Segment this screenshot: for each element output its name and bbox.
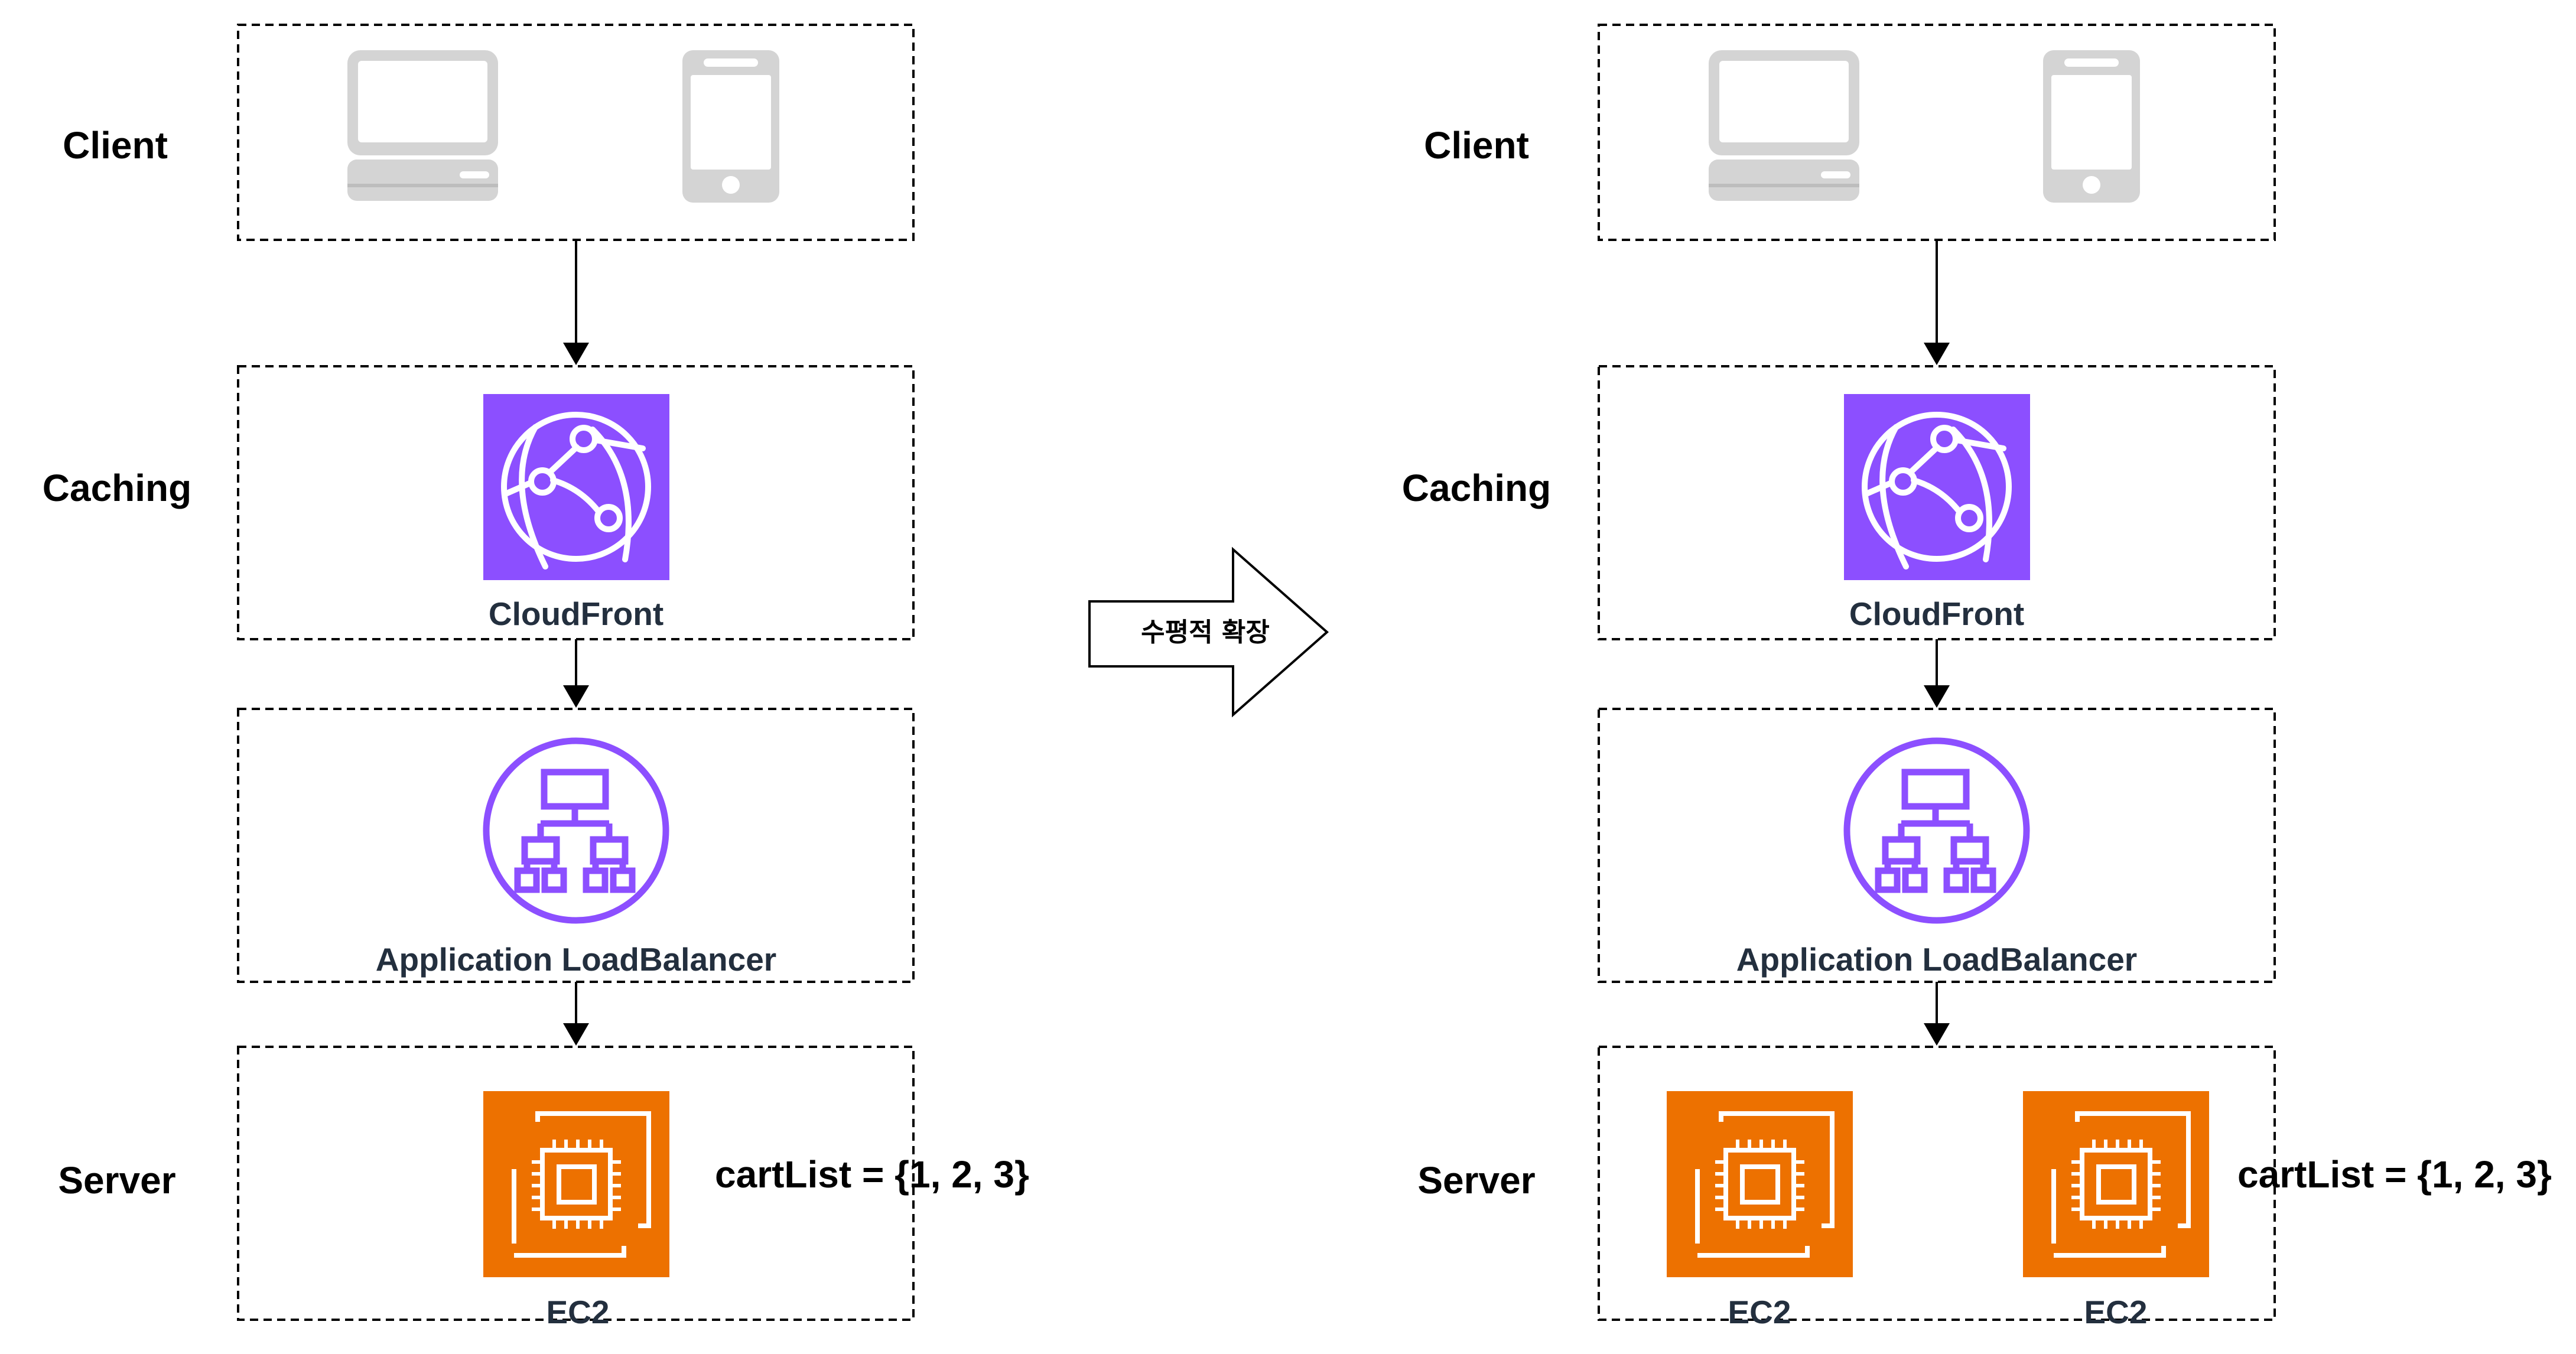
arrowhead-icon bbox=[563, 343, 589, 365]
caching-box bbox=[1598, 365, 2276, 640]
arrowhead-icon bbox=[1924, 343, 1950, 365]
server-box bbox=[1598, 1046, 2276, 1321]
scale-out-label: 수평적 확장 bbox=[1141, 617, 1270, 647]
cart-list-label: cartList = {1, 2, 3} bbox=[2237, 1153, 2552, 1196]
ec2-chip-icon bbox=[483, 1091, 669, 1277]
arrowhead-icon bbox=[1924, 1023, 1950, 1046]
ec2-label: EC2 bbox=[2084, 1294, 2148, 1330]
caching-tier-label: Caching bbox=[43, 467, 191, 509]
load-balancer-icon bbox=[1847, 741, 2027, 920]
client-tier-label: Client bbox=[1424, 124, 1529, 167]
ec2-label: EC2 bbox=[547, 1294, 610, 1330]
desktop-computer-icon bbox=[347, 50, 498, 201]
alb-box bbox=[237, 708, 915, 983]
cloudfront-label: CloudFront bbox=[1849, 595, 2024, 632]
alb-box bbox=[1598, 708, 2276, 983]
right-arrow-icon bbox=[1088, 546, 1329, 718]
arrowhead-icon bbox=[1924, 685, 1950, 708]
server-tier-label: Server bbox=[1417, 1159, 1535, 1202]
client-tier-label: Client bbox=[63, 124, 168, 167]
client-box bbox=[1598, 24, 2276, 241]
server-box bbox=[237, 1046, 915, 1321]
after-architecture: Client Caching Server CloudFront Applica… bbox=[1402, 24, 2552, 1330]
before-architecture: Client Caching Server CloudFront Applica… bbox=[43, 24, 1029, 1330]
ec2-chip-icon bbox=[1667, 1091, 1853, 1277]
ec2-chip-icon bbox=[2023, 1091, 2209, 1277]
caching-tier-label: Caching bbox=[1402, 467, 1551, 509]
arrowhead-icon bbox=[563, 685, 589, 708]
arrowhead-icon bbox=[563, 1023, 589, 1046]
mobile-phone-icon bbox=[682, 50, 779, 203]
scale-out-arrow: 수평적 확장 bbox=[1088, 546, 1329, 718]
desktop-computer-icon bbox=[1709, 50, 1859, 201]
ec2-label: EC2 bbox=[1728, 1294, 1791, 1330]
cloudfront-icon bbox=[1844, 394, 2030, 580]
load-balancer-icon bbox=[486, 741, 666, 920]
alb-label: Application LoadBalancer bbox=[376, 941, 776, 978]
cloudfront-icon bbox=[483, 394, 669, 580]
cart-list-label: cartList = {1, 2, 3} bbox=[715, 1153, 1029, 1196]
client-box bbox=[237, 24, 915, 241]
caching-box bbox=[237, 365, 915, 640]
alb-label: Application LoadBalancer bbox=[1736, 941, 2137, 978]
mobile-phone-icon bbox=[2043, 50, 2140, 203]
server-tier-label: Server bbox=[58, 1159, 175, 1202]
cloudfront-label: CloudFront bbox=[489, 595, 663, 632]
